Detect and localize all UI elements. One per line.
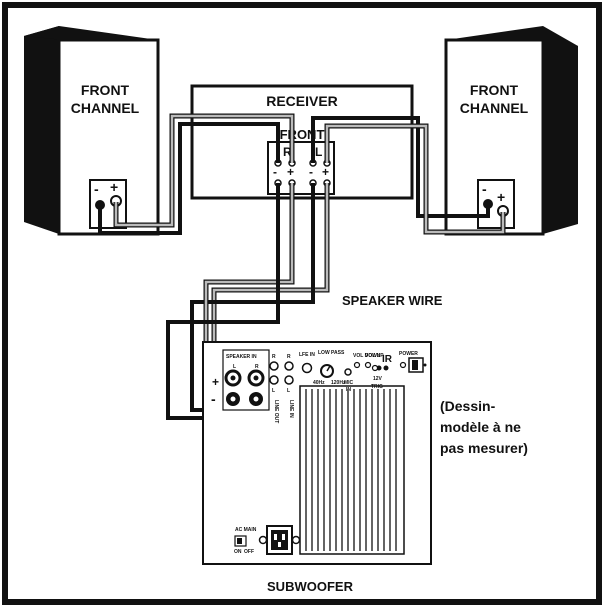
ac-main-label: AC MAIN <box>235 527 257 533</box>
receiver: RECEIVER FRONT R L - + - + <box>190 84 414 200</box>
subwoofer-label: SUBWOOFER <box>267 579 354 594</box>
power-label: POWER <box>399 351 418 357</box>
line-out-label: LINE OUT <box>273 400 279 423</box>
right-plus-sign: + <box>497 189 505 205</box>
right-speaker-label-2: CHANNEL <box>460 100 529 116</box>
heatsink <box>299 385 405 555</box>
ir-label: IR <box>382 354 393 365</box>
left-speaker-label-2: CHANNEL <box>71 100 140 116</box>
vol-up-button <box>364 361 372 369</box>
lfe-in-jack <box>301 362 313 374</box>
speaker-wires <box>98 113 506 235</box>
line-out-l-label: L <box>272 388 275 394</box>
line-in-r-jack <box>284 361 294 371</box>
receiver-r-minus: - <box>273 165 277 179</box>
mic-in-label-1: MIC <box>344 380 354 386</box>
right-minus-sign: - <box>482 181 487 197</box>
receiver-l-label: L <box>315 145 322 159</box>
power-led <box>399 361 407 369</box>
receiver-r-label: R <box>283 145 292 159</box>
line-in-label: LINE IN <box>288 400 294 418</box>
note-line-1: (Dessin- <box>440 398 496 414</box>
low-pass-min-label: 40Hz <box>313 380 325 386</box>
line-in-l-label: L <box>287 388 290 394</box>
scale-note: (Dessin- modèle à ne pas mesurer) <box>440 398 528 456</box>
trig-label-2: TRIG <box>371 384 383 390</box>
vol-down-label: VOL DOWN <box>353 353 381 359</box>
receiver-front-label: FRONT <box>280 127 325 142</box>
left-minus-sign: - <box>94 181 99 197</box>
speaker-wire-label: SPEAKER WIRE <box>342 293 443 308</box>
line-out-r-label: R <box>272 354 276 360</box>
sub-plus-sign: + <box>212 375 219 389</box>
speaker-in-l-label: L <box>233 364 236 370</box>
receiver-l-plus: + <box>322 165 329 179</box>
receiver-label: RECEIVER <box>266 93 338 109</box>
right-speaker: FRONT CHANNEL - + <box>444 26 578 236</box>
vol-down-button <box>353 361 361 369</box>
receiver-r-plus: + <box>287 165 294 179</box>
right-speaker-label-1: FRONT <box>470 82 519 98</box>
note-line-2: modèle à ne <box>440 419 521 435</box>
wire-left-negative <box>98 122 280 235</box>
sub-minus-sign: - <box>211 391 216 407</box>
line-out-l-jack <box>269 375 279 385</box>
ir-jack-2 <box>383 365 389 371</box>
line-out-r-jack <box>269 361 279 371</box>
speaker-in-r-label: R <box>255 364 259 370</box>
receiver-l-minus: - <box>309 165 313 179</box>
low-pass-max-label: 120Hz <box>331 380 346 386</box>
wire-left-positive <box>113 113 295 228</box>
note-line-3: pas mesurer) <box>440 440 528 456</box>
right-neg-terminal <box>483 199 493 209</box>
lfe-in-label: LFE IN <box>299 352 315 358</box>
low-pass-label: LOW PASS <box>318 350 345 356</box>
ac-power-inlet <box>258 525 301 555</box>
ac-off-label: OFF <box>244 549 254 555</box>
vol-up-label: VOL UP <box>365 353 384 359</box>
mic-in-label-2: IN <box>346 387 351 393</box>
left-speaker: FRONT CHANNEL - + <box>24 26 160 236</box>
mic-in-jack <box>344 368 352 376</box>
ac-on-label: ON <box>234 549 242 555</box>
trig-label-1: 12V <box>373 376 383 382</box>
left-plus-sign: + <box>110 179 118 195</box>
speaker-in-label: SPEAKER IN <box>226 354 257 360</box>
wire-right-positive <box>324 123 506 235</box>
left-neg-terminal <box>95 200 105 210</box>
trig-jack <box>371 364 379 372</box>
subwoofer-panel: SPEAKER IN L R + - R R L L LINE OUT LINE… <box>202 341 432 565</box>
line-in-l-jack <box>284 375 294 385</box>
wire-right-negative <box>311 116 490 218</box>
left-speaker-label-1: FRONT <box>81 82 130 98</box>
line-in-r-label: R <box>287 354 291 360</box>
